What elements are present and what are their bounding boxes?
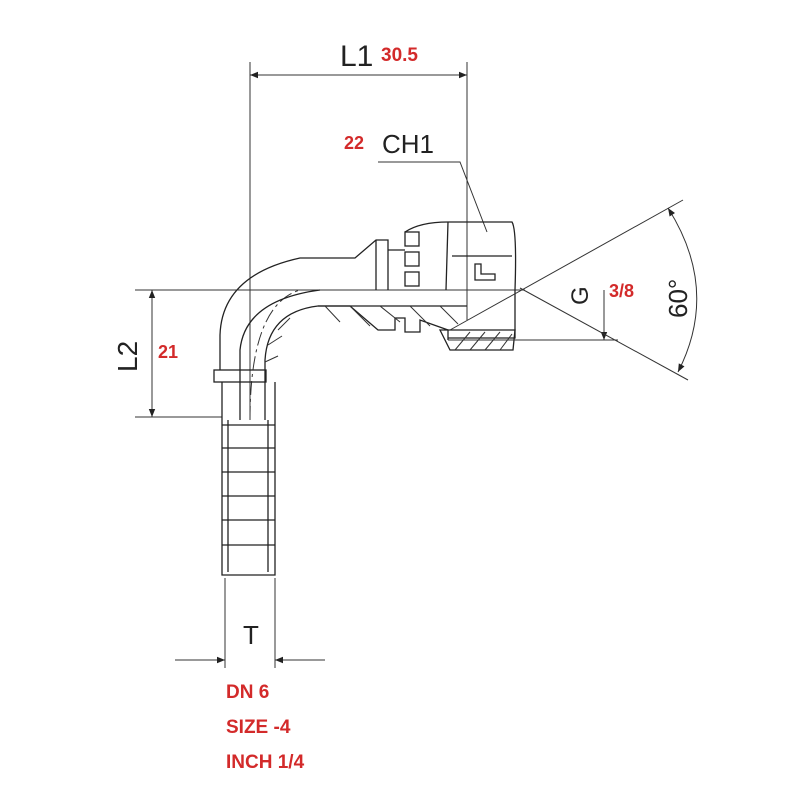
l2-value: 21 — [158, 342, 178, 362]
spec-dn: DN 6 — [226, 682, 269, 703]
l1-dimension — [249, 62, 468, 420]
angle-dimension — [449, 199, 698, 381]
g-label: G — [567, 286, 594, 305]
t-label: T — [243, 620, 259, 650]
angle-label: 60° — [663, 279, 693, 318]
l2-label: L2 — [112, 341, 143, 372]
ch1-leader — [378, 161, 488, 233]
ch1-label: CH1 — [382, 129, 434, 159]
spec-inch: INCH 1/4 — [226, 752, 305, 773]
g-value: 3/8 — [609, 281, 634, 301]
ch1-value: 22 — [344, 133, 364, 153]
l1-label: L1 — [340, 40, 373, 73]
spec-size: SIZE -4 — [226, 717, 291, 738]
elbow-fitting — [213, 221, 517, 576]
l1-value: 30.5 — [381, 45, 418, 66]
